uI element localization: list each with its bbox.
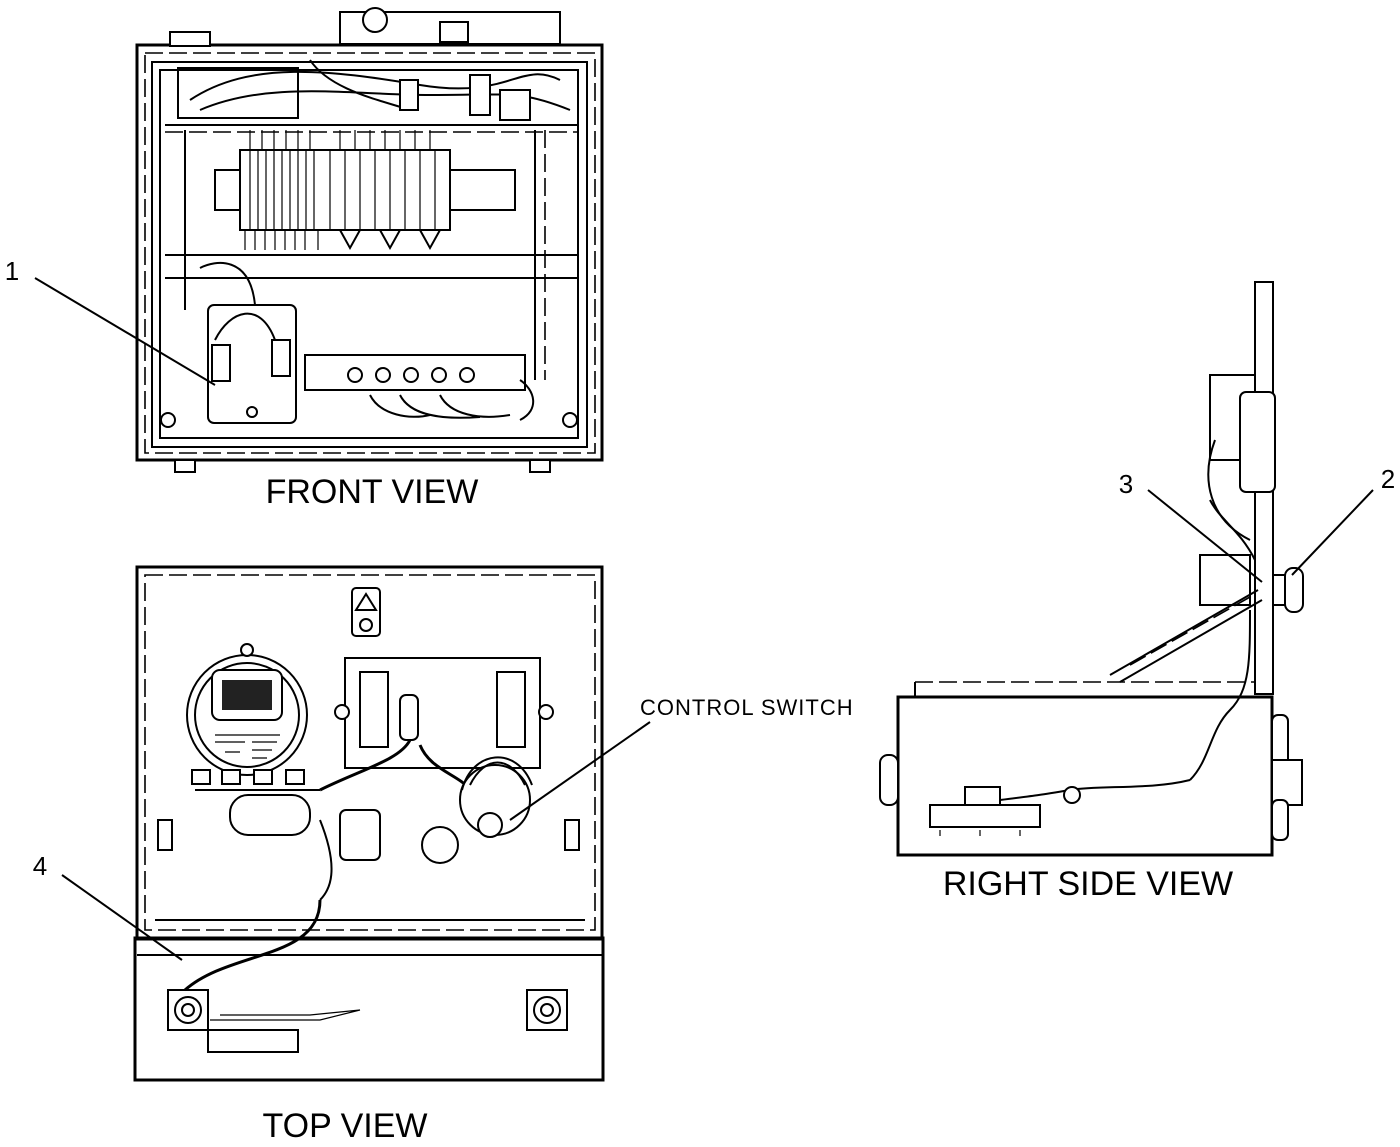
callout-2: 2 [1381,464,1395,494]
callout-4: 4 [33,851,47,881]
leader-2 [1291,489,1374,576]
display-controller [186,643,308,776]
leader-1 [34,277,216,386]
leader-control-switch [509,721,651,821]
push-button-switch [1272,567,1304,613]
front-view-drawing [135,7,604,473]
top-view-drawing [133,565,605,1082]
leader-lines [34,277,1374,961]
right-side-view-drawing [879,281,1304,857]
right-side-view-title: RIGHT SIDE VIEW [943,865,1233,903]
receptacle-connector-right [526,989,568,1031]
terminal-block-group [239,149,451,231]
control-switch [421,756,533,864]
callout-1: 1 [5,256,19,286]
leader-3 [1147,489,1263,583]
receptacle-connector-left [167,989,209,1031]
ground-bar-studs [347,367,475,383]
front-view-title: FRONT VIEW [266,473,479,511]
leader-4 [61,874,183,961]
top-view-terminals [191,769,320,836]
top-view-title: TOP VIEW [262,1107,427,1145]
control-switch-label: CONTROL SWITCH [640,695,854,720]
callout-3: 3 [1119,469,1133,499]
